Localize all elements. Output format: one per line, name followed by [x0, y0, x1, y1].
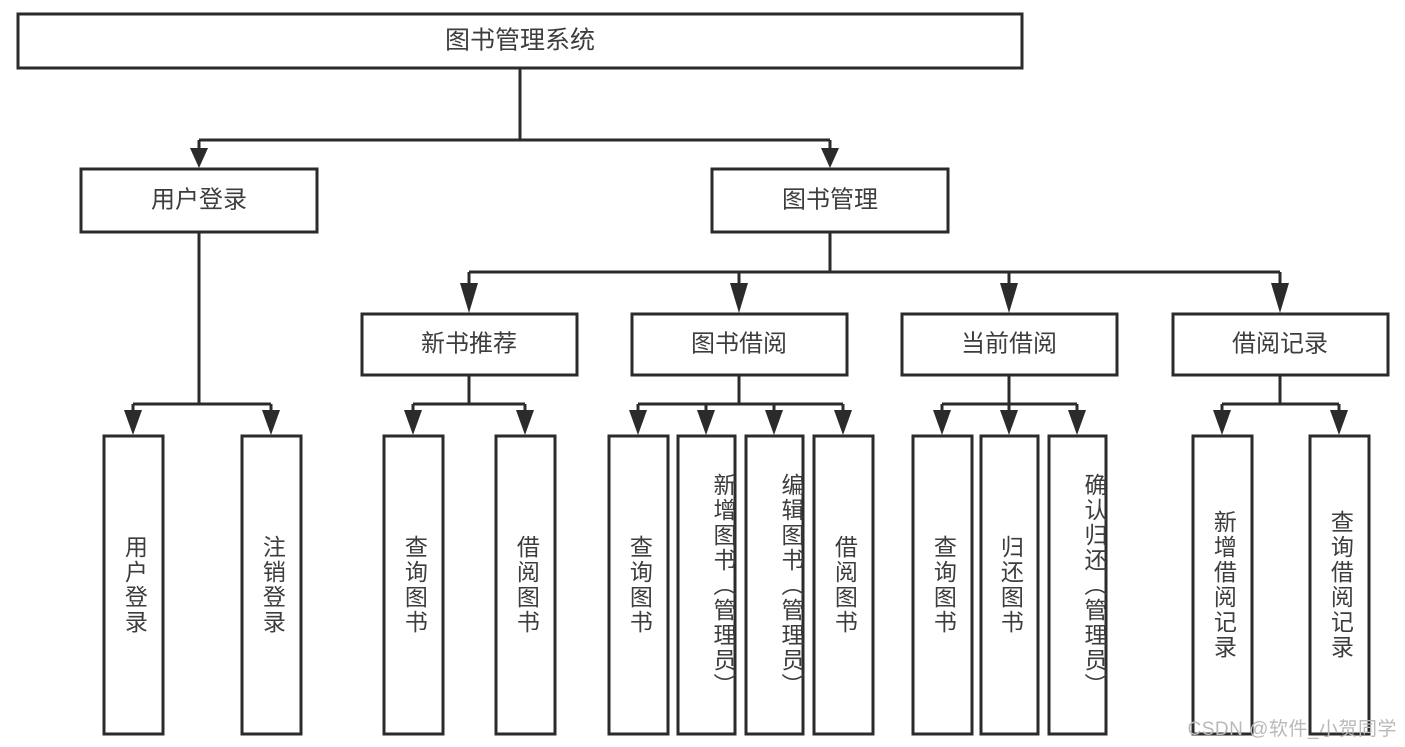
node-root-label: 图书管理系统 — [445, 27, 595, 55]
node-borrow-record[interactable] — [1171, 312, 1390, 377]
arrowhead-leaf-query-book-1 — [404, 410, 422, 435]
node-layer: 图书管理系统 用户登录 图书管理 新书推荐 图书借阅 当前借阅 借阅记录 — [16, 12, 1390, 736]
node-book-borrow-label: 图书借阅 — [691, 330, 787, 357]
node-current-borrow-label: 当前借阅 — [961, 330, 1057, 357]
node-leaf-borrow-book-2[interactable] — [812, 434, 875, 736]
node-leaf-add-book[interactable] — [676, 434, 737, 736]
node-new-book-recommend[interactable] — [360, 312, 579, 377]
node-new-book-recommend-label: 新书推荐 — [421, 330, 517, 357]
node-book-manage[interactable] — [710, 167, 950, 234]
arrowhead-current-borrow — [1000, 283, 1018, 313]
node-current-borrow[interactable] — [900, 312, 1119, 377]
arrowhead-leaf-user-login — [124, 410, 142, 435]
node-leaf-edit-book[interactable] — [744, 434, 805, 736]
node-book-borrow[interactable] — [630, 312, 849, 377]
node-book-manage-label: 图书管理 — [782, 186, 878, 213]
arrowhead-book-borrow — [730, 283, 748, 313]
arrowhead-leaf-add-book — [697, 410, 715, 435]
watermark-text: CSDN @软件_小贺同学 — [1187, 719, 1397, 740]
arrowhead-leaf-query-record — [1330, 410, 1348, 435]
node-leaf-add-record[interactable] — [1191, 434, 1254, 736]
arrowhead-leaf-confirm-return — [1068, 410, 1086, 435]
arrowhead-borrow-record — [1271, 283, 1289, 313]
node-user-login-label: 用户登录 — [151, 186, 247, 213]
node-leaf-query-record[interactable] — [1308, 434, 1371, 736]
arrowhead-user-login — [190, 148, 208, 168]
arrowhead-leaf-user-logout — [262, 410, 280, 435]
arrowhead-leaf-query-book-3 — [933, 410, 951, 435]
arrowhead-leaf-query-book-2 — [629, 410, 647, 435]
node-leaf-user-logout[interactable] — [240, 434, 303, 736]
arrowhead-leaf-edit-book — [765, 410, 783, 435]
node-root[interactable] — [16, 12, 1024, 70]
node-leaf-confirm-return[interactable] — [1047, 434, 1108, 736]
node-leaf-query-book-2[interactable] — [607, 434, 670, 736]
node-leaf-return-book[interactable] — [979, 434, 1040, 736]
node-user-login[interactable] — [79, 167, 319, 234]
arrowhead-leaf-return-book — [1000, 410, 1018, 435]
arrowhead-leaf-borrow-book-2 — [834, 410, 852, 435]
node-leaf-user-login[interactable] — [102, 434, 165, 736]
arrowhead-new-book — [460, 283, 478, 313]
node-borrow-record-label: 借阅记录 — [1232, 330, 1328, 357]
node-leaf-borrow-book-1[interactable] — [494, 434, 557, 736]
node-leaf-query-book-3[interactable] — [911, 434, 974, 736]
arrowhead-book-manage — [821, 148, 839, 168]
node-leaf-query-book-1[interactable] — [382, 434, 445, 736]
connector-layer — [124, 68, 1348, 435]
arrowhead-leaf-borrow-book-1 — [516, 410, 534, 435]
arrowhead-leaf-add-record — [1213, 410, 1231, 435]
